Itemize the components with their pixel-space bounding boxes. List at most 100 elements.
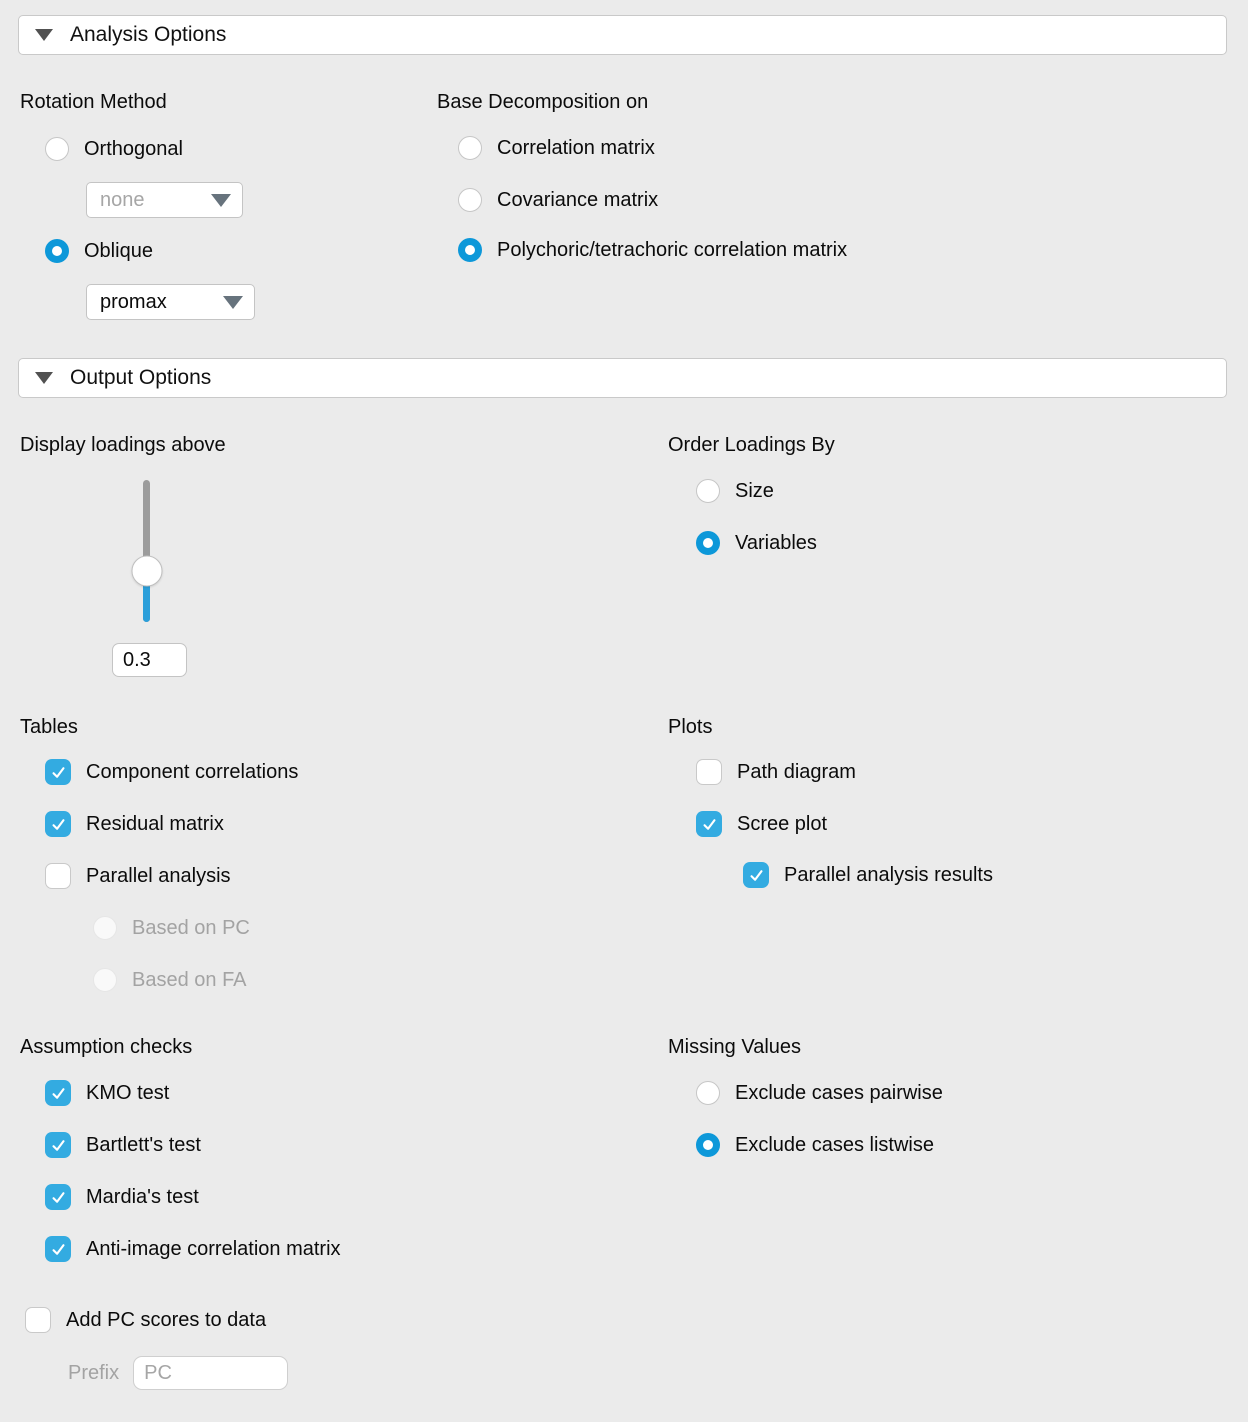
checkmark-icon xyxy=(51,818,65,830)
radio-icon xyxy=(458,136,482,160)
radio-label: Size xyxy=(735,479,774,502)
checkbox-mardias-test[interactable]: Mardia's test xyxy=(45,1184,199,1210)
collapse-arrow-icon xyxy=(35,372,53,384)
radio-covariance-matrix[interactable]: Covariance matrix xyxy=(458,187,658,213)
collapse-arrow-icon xyxy=(35,29,53,41)
radio-label: Oblique xyxy=(84,239,153,262)
checkbox-icon xyxy=(743,862,769,888)
tables-title: Tables xyxy=(20,716,78,738)
checkbox-icon xyxy=(696,759,722,785)
section-title: Analysis Options xyxy=(70,23,227,46)
radio-correlation-matrix[interactable]: Correlation matrix xyxy=(458,135,655,161)
assumption-checks-title: Assumption checks xyxy=(20,1036,193,1058)
radio-based-on-pc: Based on PC xyxy=(93,915,250,941)
checkbox-icon xyxy=(45,1080,71,1106)
checkmark-icon xyxy=(51,1087,65,1099)
base-decomposition-title: Base Decomposition on xyxy=(437,91,649,113)
oblique-rotation-dropdown[interactable]: promax xyxy=(86,284,255,320)
radio-label: Based on PC xyxy=(132,916,250,939)
checkbox-icon xyxy=(45,759,71,785)
missing-values-title: Missing Values xyxy=(668,1036,802,1058)
section-title: Output Options xyxy=(70,366,212,389)
output-options-header[interactable]: Output Options xyxy=(18,358,1227,398)
dropdown-arrow-icon xyxy=(223,295,243,309)
checkbox-label: Component correlations xyxy=(86,760,299,783)
analysis-options-header[interactable]: Analysis Options xyxy=(18,15,1227,55)
checkbox-bartletts-test[interactable]: Bartlett's test xyxy=(45,1132,201,1158)
checkbox-scree-plot[interactable]: Scree plot xyxy=(696,811,827,837)
plots-title: Plots xyxy=(668,716,713,738)
radio-exclude-pairwise[interactable]: Exclude cases pairwise xyxy=(696,1080,943,1106)
radio-label: Polychoric/tetrachoric correlation matri… xyxy=(497,238,848,261)
radio-label: Orthogonal xyxy=(84,137,183,160)
checkbox-icon xyxy=(45,1132,71,1158)
checkbox-path-diagram[interactable]: Path diagram xyxy=(696,759,856,785)
checkbox-parallel-analysis-results[interactable]: Parallel analysis results xyxy=(743,862,993,888)
checkbox-label: Anti-image correlation matrix xyxy=(86,1237,341,1260)
radio-orthogonal[interactable]: Orthogonal xyxy=(45,136,183,162)
checkbox-label: Scree plot xyxy=(737,812,828,835)
radio-polychoric-matrix[interactable]: Polychoric/tetrachoric correlation matri… xyxy=(458,237,847,263)
radio-oblique[interactable]: Oblique xyxy=(45,238,153,264)
radio-label: Exclude cases listwise xyxy=(735,1133,934,1156)
radio-icon xyxy=(45,239,69,263)
orthogonal-rotation-dropdown: none xyxy=(86,182,243,218)
order-loadings-title: Order Loadings By xyxy=(668,434,835,456)
radio-order-variables[interactable]: Variables xyxy=(696,530,817,556)
checkbox-add-pc-scores[interactable]: Add PC scores to data xyxy=(25,1307,266,1333)
radio-icon xyxy=(696,1133,720,1157)
radio-icon xyxy=(458,188,482,212)
radio-based-on-fa: Based on FA xyxy=(93,967,247,993)
radio-exclude-listwise[interactable]: Exclude cases listwise xyxy=(696,1132,934,1158)
checkbox-label: Add PC scores to data xyxy=(66,1308,267,1331)
radio-icon xyxy=(45,137,69,161)
checkbox-label: Residual matrix xyxy=(86,812,224,835)
checkbox-component-correlations[interactable]: Component correlations xyxy=(45,759,298,785)
checkbox-icon xyxy=(45,1184,71,1210)
dropdown-value: promax xyxy=(100,290,167,313)
slider-handle[interactable] xyxy=(131,555,162,587)
checkbox-parallel-analysis[interactable]: Parallel analysis xyxy=(45,863,231,889)
dropdown-value: none xyxy=(100,188,145,211)
checkbox-label: Bartlett's test xyxy=(86,1133,201,1156)
checkbox-residual-matrix[interactable]: Residual matrix xyxy=(45,811,224,837)
radio-icon xyxy=(458,238,482,262)
slider-fill xyxy=(143,571,150,622)
loadings-threshold-slider[interactable] xyxy=(131,480,162,622)
checkbox-label: Mardia's test xyxy=(86,1185,199,1208)
radio-label: Exclude cases pairwise xyxy=(735,1081,943,1104)
checkbox-label: Path diagram xyxy=(737,760,856,783)
radio-icon xyxy=(696,1081,720,1105)
pc-prefix-row: Prefix xyxy=(68,1355,289,1391)
checkmark-icon xyxy=(749,869,763,881)
radio-label: Based on FA xyxy=(132,968,247,991)
checkbox-label: Parallel analysis xyxy=(86,864,231,887)
checkmark-icon xyxy=(51,1191,65,1203)
checkbox-icon xyxy=(25,1307,51,1333)
loadings-threshold-input[interactable] xyxy=(112,643,187,677)
dropdown-arrow-icon xyxy=(211,193,231,207)
slider-track[interactable] xyxy=(143,480,150,622)
checkmark-icon xyxy=(51,1139,65,1151)
checkbox-icon xyxy=(45,1236,71,1262)
rotation-method-title: Rotation Method xyxy=(20,91,167,113)
checkbox-kmo-test[interactable]: KMO test xyxy=(45,1080,169,1106)
checkmark-icon xyxy=(51,1243,65,1255)
radio-label: Correlation matrix xyxy=(497,136,655,159)
radio-label: Variables xyxy=(735,531,817,554)
radio-icon xyxy=(93,968,117,992)
radio-icon xyxy=(696,531,720,555)
checkmark-icon xyxy=(51,766,65,778)
radio-order-size[interactable]: Size xyxy=(696,478,774,504)
checkbox-anti-image-matrix[interactable]: Anti-image correlation matrix xyxy=(45,1236,341,1262)
radio-icon xyxy=(696,479,720,503)
display-loadings-title: Display loadings above xyxy=(20,434,226,456)
prefix-label: Prefix xyxy=(68,1361,120,1384)
radio-icon xyxy=(93,916,117,940)
checkbox-icon xyxy=(45,863,71,889)
pc-prefix-input xyxy=(133,1356,289,1390)
checkmark-icon xyxy=(702,818,716,830)
checkbox-icon xyxy=(696,811,722,837)
radio-label: Covariance matrix xyxy=(497,188,659,211)
